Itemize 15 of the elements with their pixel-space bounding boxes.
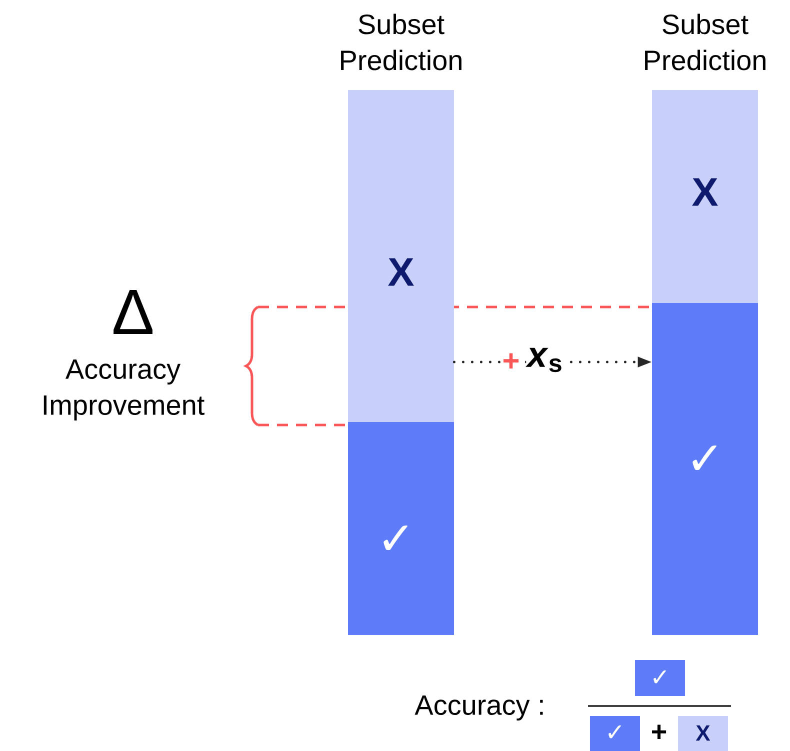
cross-mark: X <box>388 258 414 286</box>
check-mark: ✓ <box>654 670 666 684</box>
delta-symbol: Δ <box>114 290 152 334</box>
check-mark: ✓ <box>692 446 716 470</box>
plus-sign: + <box>652 724 666 739</box>
column-heading: Subset Prediction <box>645 14 766 70</box>
plus-sign: + <box>501 352 521 372</box>
edge-label: x$_{s}$ <box>526 348 562 372</box>
formula-label: Accuracy : <box>414 695 543 721</box>
cross-mark: X <box>692 178 718 206</box>
column-heading: Subset Prediction <box>341 14 462 70</box>
side-label: Accuracy Improvement <box>44 359 204 421</box>
check-mark: ✓ <box>608 725 621 738</box>
cross-mark: X <box>696 725 710 741</box>
check-mark: ✓ <box>384 526 408 550</box>
